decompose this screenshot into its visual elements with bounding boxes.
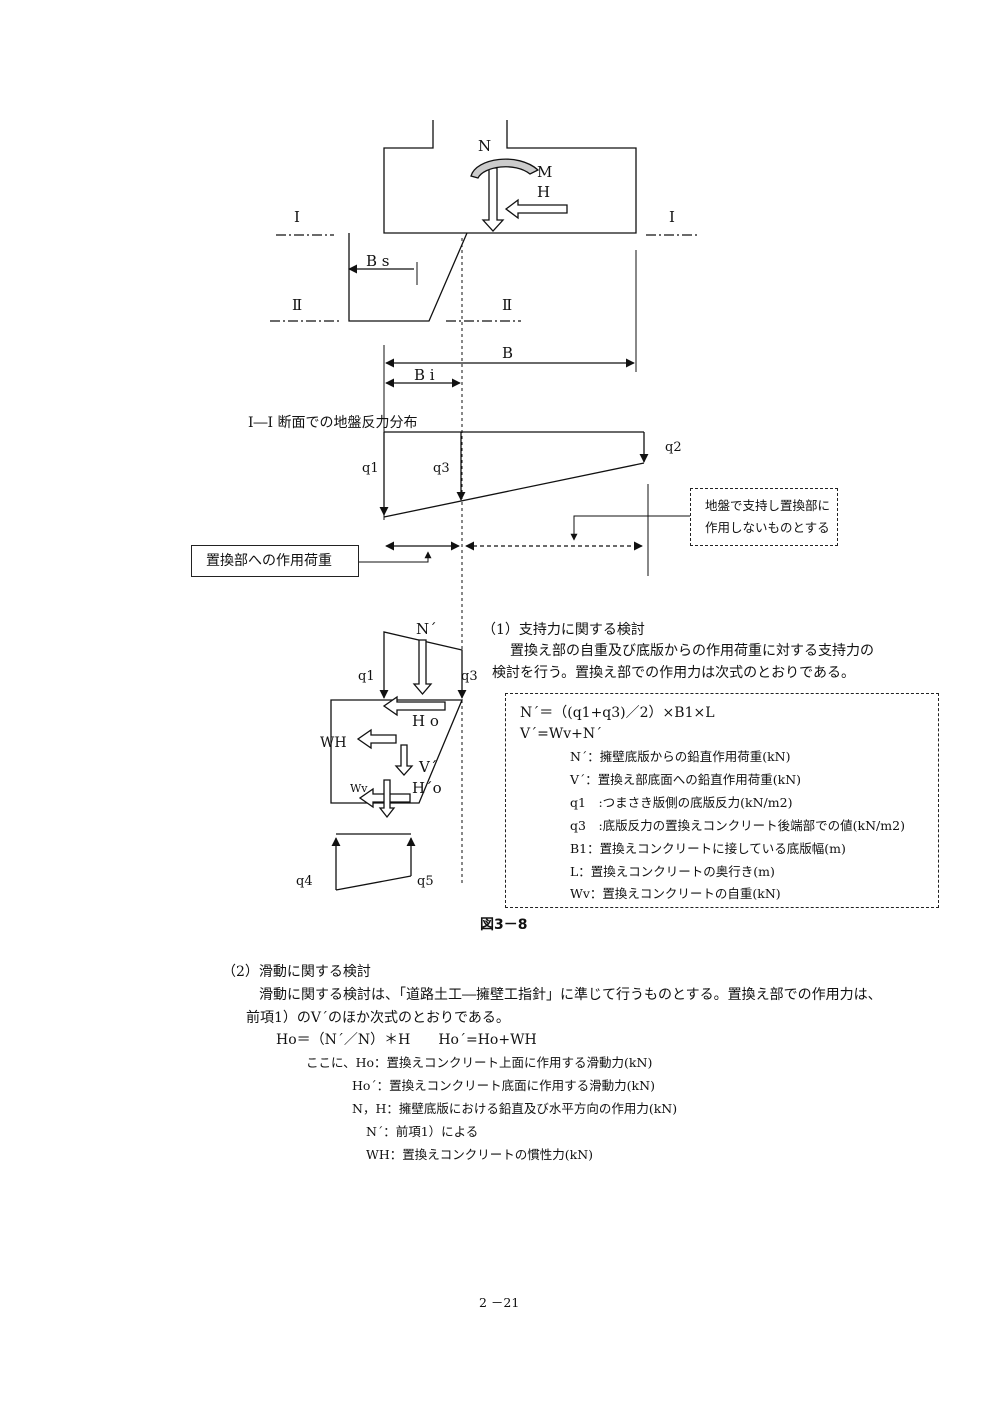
section2-line2: 前項1）のV´のほか次式のとおりである。 — [246, 1010, 510, 1026]
section2-def-Ho: ここに、Ho：置換えコンクリート上面に作用する滑動力(kN) — [306, 1055, 653, 1070]
ground-support-note: 地盤で支持し置換部に 作用しないものとする — [690, 488, 838, 546]
section2-heading: （2）滑動に関する検討 — [222, 964, 371, 980]
WH-arrow — [356, 728, 397, 750]
section1-heading: （1）支持力に関する検討 — [482, 622, 645, 638]
load-on-replacement-box: 置換部への作用荷重 — [191, 545, 359, 577]
def-Vprime: V´：置換え部底面への鉛直作用荷重(kN) — [570, 772, 802, 787]
section2-def-WH: WH：置換えコンクリートの慣性力(kN) — [366, 1147, 594, 1162]
label-WH: WH — [320, 735, 347, 751]
figure-3-8-drawing: N M H I I B s Ⅱ Ⅱ B B i I―I 断面での地盤反力分布 q… — [248, 120, 699, 891]
section2-def-Nprime: N´：前項1）による — [366, 1124, 479, 1139]
def-q1: q1 :つまさき版側の底版反力(kN/m2) — [570, 795, 793, 810]
Wv-arrow — [378, 779, 396, 819]
replacement-block-outline — [348, 232, 468, 322]
label-Wv: Wv — [350, 782, 368, 795]
label-q3-lower: q3 — [461, 669, 478, 684]
label-Hoprime: H´o — [412, 779, 442, 797]
label-q3: q3 — [433, 461, 450, 476]
figure-caption: 図3－8 — [480, 917, 528, 933]
section2-def-Hoprime: Ho´：置換えコンクリート底面に作用する滑動力(kN) — [352, 1078, 655, 1093]
label-section-II-left: Ⅱ — [292, 296, 302, 314]
label-Vprime: V´ — [418, 758, 437, 776]
def-L: L：置換えコンクリートの奥行き(m) — [570, 864, 775, 879]
Ho-arrow — [382, 695, 446, 717]
label-B: B — [502, 344, 513, 362]
def-B1: B1：置換えコンクリートに接している底版幅(m) — [570, 841, 846, 856]
N-arrow — [481, 167, 505, 232]
note-line-2: 作用しないものとする — [705, 520, 830, 535]
label-Ho: H o — [412, 712, 439, 730]
label-distribution-title: I―I 断面での地盤反力分布 — [248, 415, 418, 431]
label-q5: q5 — [417, 874, 434, 889]
def-q3: q3 :底版反力の置換えコンクリート後端部での値(kN/m2) — [570, 818, 905, 833]
Vprime-arrow — [394, 744, 414, 776]
label-q4: q4 — [296, 874, 313, 889]
label-H: H — [537, 183, 550, 201]
section2-def-NH: N，H：擁壁底版における鉛直及び水平方向の作用力(kN) — [352, 1101, 678, 1116]
note-line-1: 地盤で支持し置換部に — [705, 498, 831, 513]
free-body-outline — [330, 699, 463, 804]
label-M: M — [537, 163, 552, 181]
section1-line2: 検討を行う。置換え部での作用力は次式のとおりである。 — [492, 665, 856, 681]
section1-line1: 置換え部の自重及び底版からの作用荷重に対する支持力の — [510, 643, 874, 659]
label-N: N — [478, 137, 491, 155]
section2-formula: Ho＝（N´／N）＊H Ho´=Ho+WH — [276, 1032, 537, 1048]
load-box-label: 置換部への作用荷重 — [206, 553, 332, 569]
formula-Vprime: V´=Wv+N´ — [520, 726, 603, 742]
formula-Nprime: N´＝（(q1+q3)／2）×B1×L — [520, 705, 715, 721]
def-Wv: Wv：置換えコンクリートの自重(kN) — [570, 886, 781, 901]
M-moment-arrow — [470, 158, 540, 179]
label-section-II-right: Ⅱ — [502, 296, 512, 314]
formula-box: N´＝（(q1+q3)／2）×B1×L V´=Wv+N´ N´：擁壁底版からの鉛… — [505, 693, 939, 908]
label-Nprime: N´ — [416, 620, 437, 638]
label-q1-lower: q1 — [358, 669, 375, 684]
label-q2: q2 — [665, 440, 682, 455]
label-Bi: B i — [414, 366, 435, 384]
page-number: 2 －21 — [479, 1295, 520, 1310]
label-section-I-left: I — [294, 208, 300, 226]
def-Nprime: N´：擁壁底版からの鉛直作用荷重(kN) — [570, 749, 791, 764]
section2-line1: 滑動に関する検討は、「道路土工―擁壁工指針」に準じて行うものとする。置換え部での… — [259, 987, 882, 1003]
wall-stem-outline — [383, 120, 637, 234]
label-q1: q1 — [362, 461, 379, 476]
H-arrow — [504, 198, 568, 220]
Nprime-arrow — [412, 639, 433, 696]
label-section-I-right: I — [669, 208, 675, 226]
label-Bs: B s — [366, 252, 390, 270]
